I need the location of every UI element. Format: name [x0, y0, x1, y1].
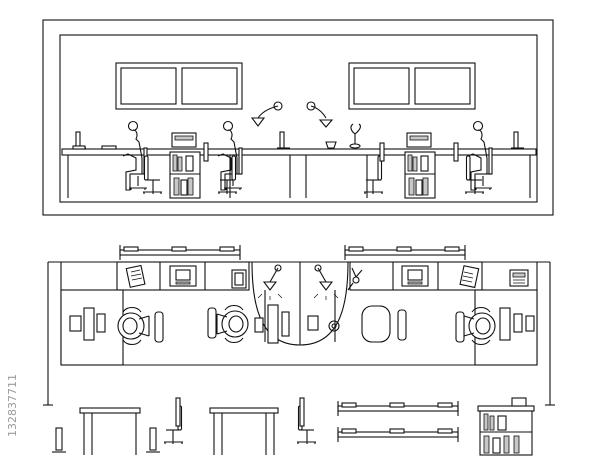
window-rail — [344, 244, 466, 261]
image-id: 132837711 — [6, 374, 19, 437]
window-rail — [119, 244, 241, 261]
cup-icon — [325, 141, 337, 149]
monitor-top-icon — [231, 269, 247, 289]
workstation-right — [455, 289, 538, 366]
stapler-icon — [509, 269, 529, 287]
monitor-icon — [510, 131, 525, 149]
plant-icon — [349, 123, 361, 149]
monitor-icon — [276, 131, 291, 149]
drawer-unit — [169, 151, 201, 199]
plant-top-icon — [347, 267, 363, 291]
workstation-2 — [207, 304, 290, 344]
drawer-unit — [404, 151, 436, 199]
printer-icon — [406, 132, 432, 148]
monitor-icon — [52, 427, 66, 453]
person-seated-1 — [122, 120, 163, 195]
desk-side-right — [209, 407, 279, 455]
rail-icon — [337, 400, 459, 417]
printer-top-icon — [169, 265, 197, 287]
person-seated-3 — [464, 120, 493, 195]
person-top-icon — [216, 304, 249, 344]
document-icon — [125, 264, 146, 288]
elevation-view — [42, 19, 554, 216]
document-icon — [459, 265, 480, 289]
printer-top-icon — [401, 265, 429, 287]
workstation-left — [60, 289, 164, 366]
lamp-icon — [257, 264, 283, 300]
rail-icon — [337, 426, 459, 443]
desk-side-left — [79, 407, 141, 455]
lamp-icon — [306, 101, 334, 128]
monitor-icon — [146, 427, 160, 453]
filing-cabinet — [477, 397, 535, 456]
lamp-icon — [313, 264, 339, 300]
printer-icon — [171, 132, 197, 148]
plan-view — [43, 244, 555, 406]
window-left — [115, 62, 243, 110]
window-right — [348, 62, 476, 110]
component-details — [52, 397, 535, 456]
workstation-3 — [307, 305, 407, 343]
central-partition — [251, 261, 349, 346]
desk-elevation — [61, 148, 537, 198]
lamp-icon — [250, 101, 283, 127]
